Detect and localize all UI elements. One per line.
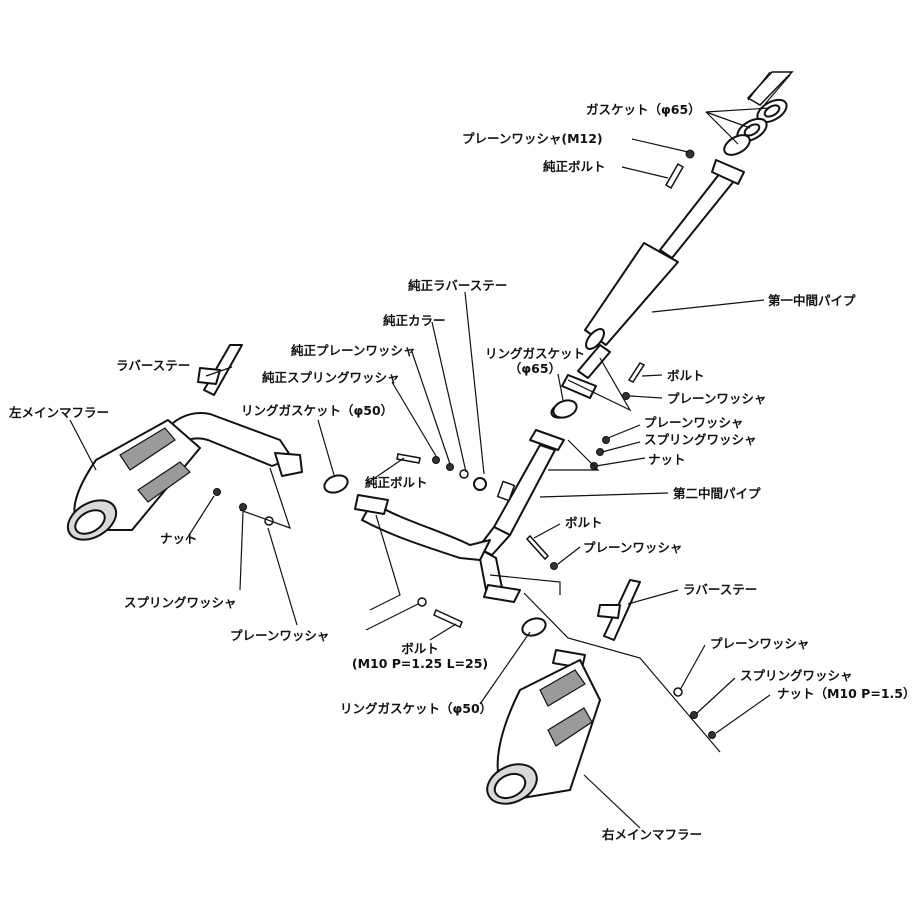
label-gasket-65: ガスケット（φ65） xyxy=(586,102,701,117)
label-bolt-bottom: ボルト (M10 P=1.25 L=25) xyxy=(345,641,495,671)
second-mid-pipe-part xyxy=(477,401,576,603)
label-rubber-stay-right: ラバーステー xyxy=(683,582,758,597)
label-genuine-plain-washer: 純正プレーンワッシャ xyxy=(291,343,416,358)
label-bolt-upper-right: ボルト xyxy=(667,368,705,383)
label-plain-washer-center-right: プレーンワッシャ xyxy=(583,540,683,555)
label-genuine-collar: 純正カラー xyxy=(383,313,446,328)
label-rubber-stay-left: ラバーステー xyxy=(116,358,191,373)
first-mid-pipe-part xyxy=(561,159,745,399)
leader-lines xyxy=(69,107,771,829)
label-genuine-bolt-top: 純正ボルト xyxy=(543,159,606,174)
label-ring-gasket-65-line2: （φ65） xyxy=(508,361,562,376)
label-nut-spec-lower-right: ナット（M10 P=1.5） xyxy=(777,686,915,701)
label-nut-left: ナット xyxy=(160,531,198,546)
label-first-mid-pipe: 第一中間パイプ xyxy=(768,293,856,308)
label-ring-gasket-65: リングガスケット （φ65） xyxy=(480,346,590,376)
label-ring-gasket-50-top: リングガスケット（φ50） xyxy=(241,403,394,418)
label-plain-washer-m12: プレーンワッシャ(M12) xyxy=(462,131,603,146)
label-genuine-rubber-stay: 純正ラバーステー xyxy=(408,278,508,293)
left-main-muffler-part xyxy=(66,344,303,541)
gasket-65-3 xyxy=(723,134,751,156)
right-main-muffler-part xyxy=(486,579,641,805)
label-spring-washer-left: スプリングワッシャ xyxy=(124,595,237,610)
label-bolt-spec: (M10 P=1.25 L=25) xyxy=(351,656,489,671)
upstream-pipe xyxy=(746,71,794,106)
ring-gasket-50-right xyxy=(521,617,547,637)
label-left-main-muffler: 左メインマフラー xyxy=(9,405,110,420)
label-spring-washer-mid-right: スプリングワッシャ xyxy=(644,432,757,447)
ring-gasket-65-center xyxy=(552,399,578,419)
label-bolt-center-right: ボルト xyxy=(565,515,603,530)
label-spring-washer-lower-right: スプリングワッシャ xyxy=(740,668,853,683)
label-plain-washer-left: プレーンワッシャ xyxy=(230,628,330,643)
label-plain-washer-lower-right: プレーンワッシャ xyxy=(710,636,810,651)
label-right-main-muffler: 右メインマフラー xyxy=(602,827,703,842)
center-y-pipe xyxy=(354,494,491,561)
label-ring-gasket-65-line1: リングガスケット xyxy=(484,346,585,361)
label-genuine-spring-washer: 純正スプリングワッシャ xyxy=(262,370,400,385)
label-plain-washer-mid-right: プレーンワッシャ xyxy=(644,415,744,430)
label-bolt-bottom-name: ボルト xyxy=(401,641,439,656)
label-genuine-bolt-center: 純正ボルト xyxy=(365,475,428,490)
label-plain-washer-upper-right: プレーンワッシャ xyxy=(667,391,767,406)
label-second-mid-pipe: 第二中間パイプ xyxy=(673,486,761,501)
label-ring-gasket-50-bottom: リングガスケット（φ50） xyxy=(340,701,493,716)
label-nut-mid-right: ナット xyxy=(648,452,686,467)
genuine-bolt-top xyxy=(664,162,685,190)
ring-gasket-50-left xyxy=(323,474,349,494)
